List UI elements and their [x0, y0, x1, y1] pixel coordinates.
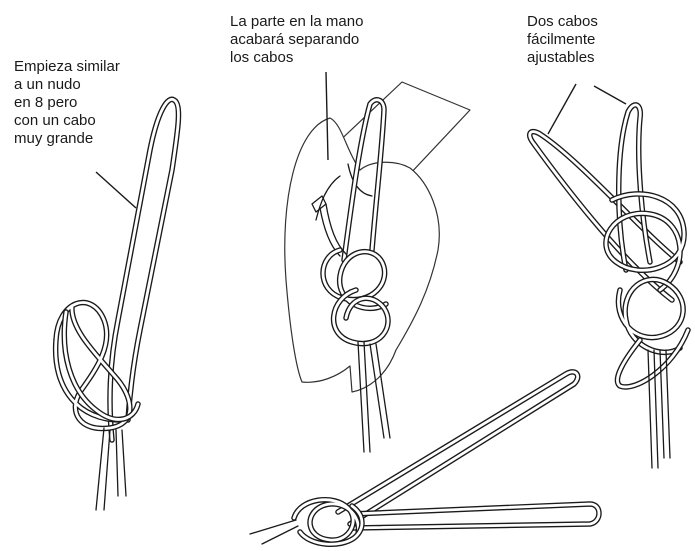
step1-caption: Empieza similar a un nudo en 8 pero con … — [14, 58, 120, 147]
step3-leader-line-right — [593, 85, 627, 105]
step3-caption: Dos cabos fácilmente ajustables — [527, 13, 598, 66]
step1-leader-line — [95, 171, 137, 209]
step2-hand-and-knot — [284, 71, 471, 453]
step3-two-loops — [527, 83, 691, 469]
step3-leader-line-left — [547, 83, 577, 135]
step2-caption: La parte en la mano acabará separando lo… — [230, 13, 364, 66]
step1-figure-eight — [52, 96, 182, 511]
step4-finished-knot — [249, 369, 602, 547]
step2-leader-line — [325, 71, 329, 161]
